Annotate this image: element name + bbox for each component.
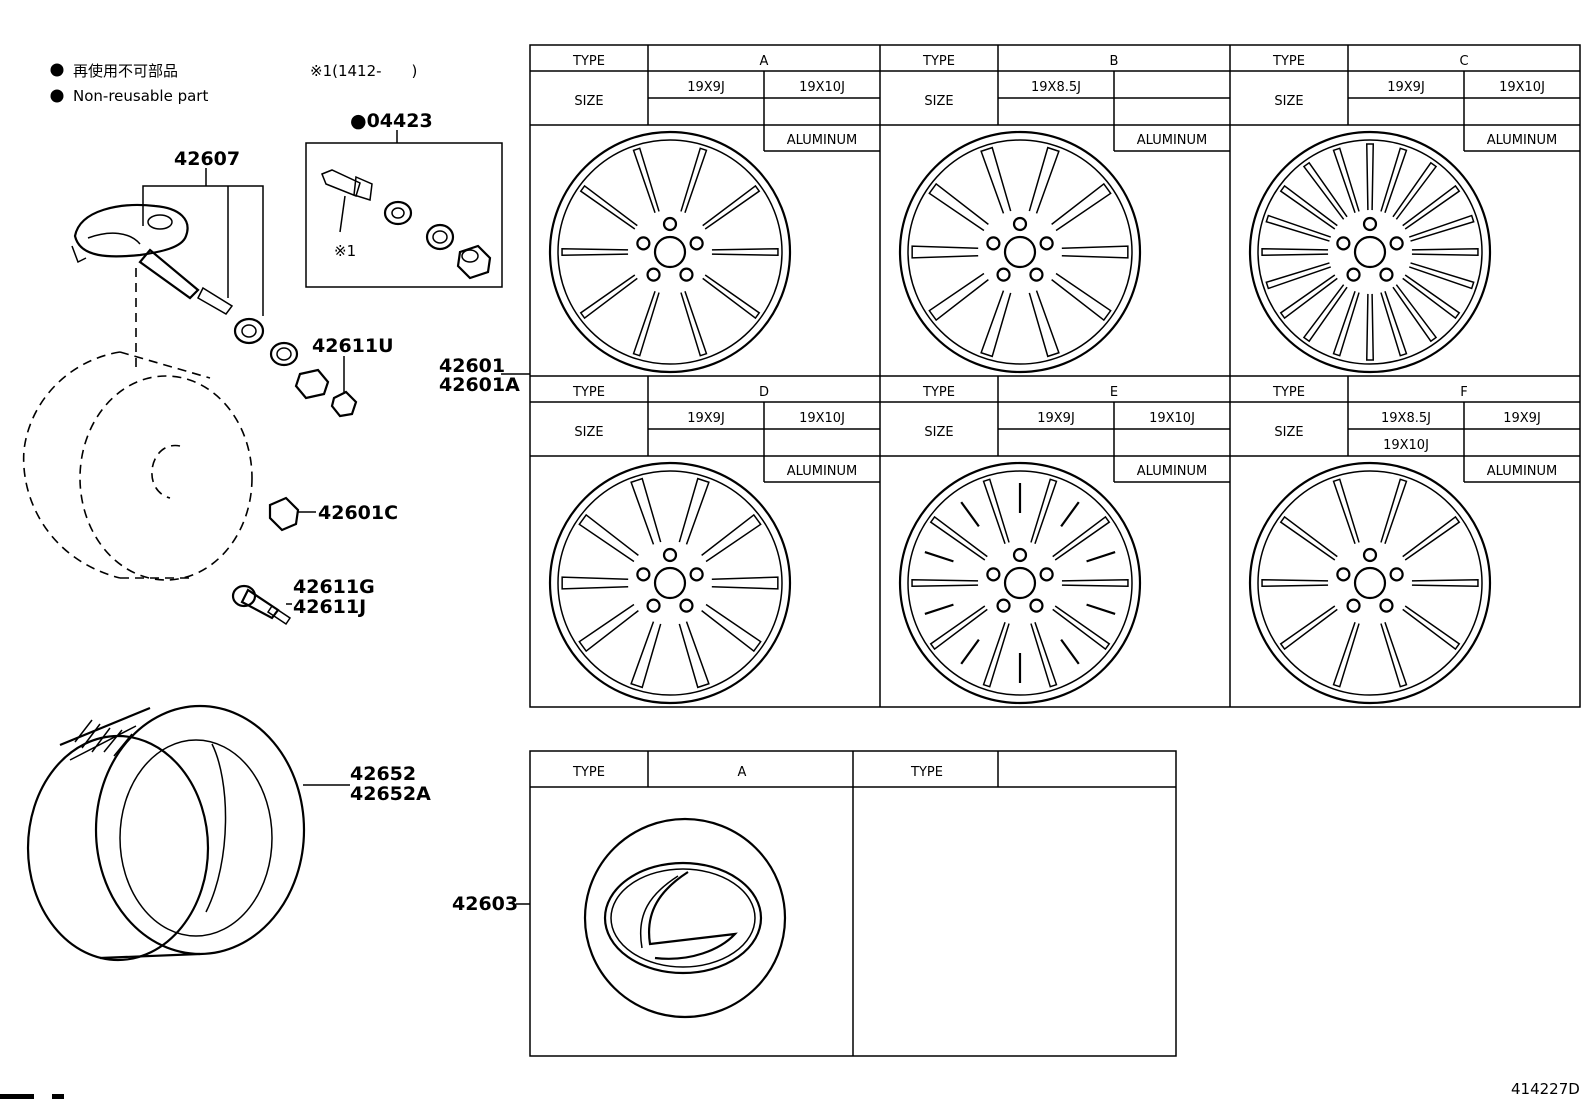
size-header: SIZE [574,425,603,440]
part-42611g-label[interactable]: 42611G [293,576,375,598]
drawing-id: 414227D [1511,1080,1580,1098]
wheel-size: 19X10J [1149,411,1195,426]
non-reusable-marker-icon [50,89,64,103]
wheel-size: 19X9J [687,80,725,95]
wheel-material: ALUMINUM [787,464,858,479]
wheel-size: 19X10J [1383,438,1429,453]
valve-core-icon [321,169,373,233]
wheel-outline [22,268,253,581]
wheel-material: ALUMINUM [1137,133,1208,148]
type-letter: A [760,54,769,69]
grommet-icon [425,223,455,251]
part-42652-label[interactable]: 42652 [350,763,416,785]
lexus-ornament-icon [583,817,787,1019]
tpms-sensor: 42607 [71,148,330,400]
tire: 42652 42652A [26,704,431,962]
part-42607-label[interactable]: 42607 [174,148,240,170]
type-letter: E [1110,385,1118,400]
legend-note: ※1(1412- ) [310,62,417,80]
ornament-type-header: TYPE [572,765,605,780]
type-letter: C [1459,54,1468,69]
nut-icon [456,244,492,280]
wheel-size: 19X10J [1499,80,1545,95]
type-letter: B [1110,54,1119,69]
legend: 再使用不可部品 Non-reusable part ※1(1412- ) [50,62,417,105]
ornament-table: TYPE A TYPE 42603 [452,750,1177,1057]
wheel-material: ALUMINUM [1487,133,1558,148]
part-42611u-label[interactable]: 42611U [312,335,394,357]
wheel-size: 19X9J [1037,411,1075,426]
wheel-nut-icon [268,496,300,532]
part-42652a-label[interactable]: 42652A [350,783,431,805]
size-header: SIZE [924,94,953,109]
legend-japanese: 再使用不可部品 [73,62,178,80]
type-header: TYPE [1272,385,1305,400]
wheel-size: 19X9J [1503,411,1541,426]
type-letter: D [759,385,769,400]
valve-stem: 42611G 42611J [231,576,375,626]
ornament-type-header: TYPE [910,765,943,780]
type-header: TYPE [922,385,955,400]
washer-icon [383,200,413,226]
size-header: SIZE [924,425,953,440]
wheel-size: 19X8.5J [1381,411,1431,426]
sensor-washer-icon [233,317,265,345]
wheel-type-cell: TYPE E SIZE 19X9J 19X10J ALUMINUM [880,376,1230,705]
size-header: SIZE [1274,425,1303,440]
part-42611j-label[interactable]: 42611J [293,596,366,618]
tire-icon [26,704,306,962]
wheel-b-icon [898,130,1142,374]
part-42601a-label[interactable]: 42601A [439,374,520,396]
wheel-type-cell: TYPE D SIZE 19X9J 19X10J ALUMINUM [530,376,880,705]
wheel-material: ALUMINUM [787,133,858,148]
wheel-nut: 42601C [268,496,398,532]
sensor-nut-icon [294,368,330,400]
wheel-size: 19X10J [799,411,845,426]
legend-english: Non-reusable part [73,87,208,105]
corner-mark [52,1094,64,1099]
wheel-e-icon [898,461,1142,705]
part-42603-label[interactable]: 42603 [452,893,518,915]
wheel-size: 19X10J [799,80,845,95]
non-reusable-marker-icon [50,63,64,77]
valve-kit: ●04423 ※1 [305,110,503,288]
wheel-size: 19X9J [1387,80,1425,95]
valve-cap: 42611U [312,335,394,418]
type-letter: F [1460,385,1467,400]
wheel-f-icon [1248,461,1492,705]
type-header: TYPE [922,54,955,69]
part-42601c-label[interactable]: 42601C [318,502,398,524]
wheel-material: ALUMINUM [1487,464,1558,479]
valve-cap-icon [330,390,358,418]
kit-note-label: ※1 [334,242,356,260]
type-header: TYPE [572,54,605,69]
type-header: TYPE [572,385,605,400]
type-header: TYPE [1272,54,1305,69]
valve-stem-icon [231,584,292,626]
wheel-type-cell: TYPE F SIZE 19X8.5J 19X9J 19X10J ALUMINUM [1230,376,1580,705]
wheel-type-table: TYPE A SIZE 19X9J 19X10J ALUMINUM TYPE B SIZE 19X… [529,44,1581,708]
wheel-size: 19X9J [687,411,725,426]
part-42601-label[interactable]: 42601 [439,355,505,377]
sensor-body-icon [71,203,234,315]
ornament-type-a: A [738,765,747,780]
wheel-type-cell: TYPE A SIZE 19X9J 19X10J ALUMINUM [530,45,880,374]
wheel-type-cell: TYPE C SIZE 19X9J 19X10J ALUMINUM [1230,45,1580,374]
wheel-c-icon [1248,130,1492,374]
corner-mark [0,1094,34,1099]
size-header: SIZE [1274,94,1303,109]
wheel-a-icon [548,130,792,374]
sensor-grommet-icon [269,341,299,367]
wheel-d-icon [548,461,792,705]
wheel-size: 19X8.5J [1031,80,1081,95]
wheel-type-cell: TYPE B SIZE 19X8.5J ALUMINUM [880,45,1230,374]
wheel-material: ALUMINUM [1137,464,1208,479]
size-header: SIZE [574,94,603,109]
part-04423-label[interactable]: ●04423 [350,110,433,132]
